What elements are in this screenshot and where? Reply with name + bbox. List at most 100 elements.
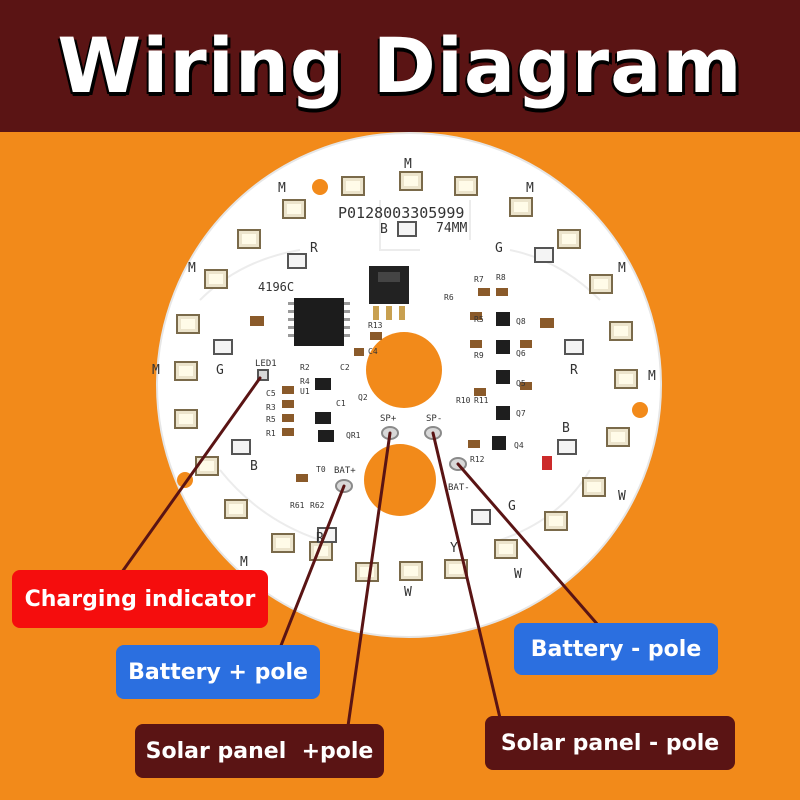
silk-q7: Q7 [516, 409, 526, 418]
silk-m: M [240, 555, 248, 570]
transistors [315, 312, 510, 450]
silk-q6: Q6 [516, 349, 526, 358]
silk-g: G [495, 241, 503, 256]
solar-plus-label: Solar panel +pole [135, 724, 384, 778]
silk-q5: Q5 [516, 379, 526, 388]
silk-m: M [404, 157, 412, 172]
wire-solar-plus [346, 431, 392, 728]
center-hole-lower [364, 444, 436, 516]
led-chip [589, 274, 613, 294]
led-chip [609, 321, 633, 341]
led-chip [534, 247, 554, 263]
led-chip [397, 221, 417, 237]
silk-c4: C4 [368, 347, 378, 356]
silk-c2: C2 [340, 363, 350, 372]
silk-q2: Q2 [358, 393, 368, 402]
chip-label-text: 4196C [258, 280, 294, 294]
silk-t0: T0 [316, 465, 326, 474]
red-led [542, 456, 552, 470]
silk-r: R [316, 531, 324, 546]
silk-r61: R61 [290, 501, 305, 510]
silk-m: M [188, 261, 196, 276]
page-title: Wiring Diagram [57, 21, 743, 110]
led-chip [224, 499, 248, 519]
mount-hole-right [632, 402, 648, 418]
silk-bat-plus: BAT+ [334, 466, 356, 476]
resistors [250, 288, 554, 482]
led-chip [174, 409, 198, 429]
led-chip [355, 562, 379, 582]
silk-u1: U1 [300, 387, 310, 396]
led-chip [176, 314, 200, 334]
led-chip [341, 176, 365, 196]
led-chip [614, 369, 638, 389]
led-chip [454, 176, 478, 196]
led-chip [195, 456, 219, 476]
led-chip [282, 199, 306, 219]
silk-b: B [562, 421, 570, 436]
switch-connector [369, 266, 409, 304]
silk-m: M [152, 363, 160, 378]
silkscreen-text: P0128003305999 74MM B 4196C LED1 SP+ SP-… [152, 157, 656, 600]
part-number-text: P0128003305999 [338, 204, 464, 222]
silk-r62: R62 [310, 501, 325, 510]
silk-r6: R6 [444, 293, 454, 302]
mount-hole-top [312, 179, 328, 195]
led-chip [204, 269, 228, 289]
silk-r9: R9 [474, 351, 484, 360]
silk-r12: R12 [470, 455, 485, 464]
silk-c5: C5 [266, 389, 276, 398]
wire-solar-minus [431, 431, 502, 720]
led-chip [544, 511, 568, 531]
led-chip [231, 439, 251, 455]
led-chip [509, 197, 533, 217]
wire-battery-minus [456, 462, 600, 627]
charging-led [257, 369, 269, 381]
led-chip [399, 171, 423, 191]
silk-r11: R11 [474, 396, 489, 405]
charging-indicator-label: Charging indicator [12, 570, 268, 628]
silk-w: W [514, 567, 522, 582]
header-bar: Wiring Diagram [0, 0, 800, 132]
silk-r5: R5 [266, 415, 276, 424]
led-chip [399, 561, 423, 581]
ic-chip [294, 298, 344, 346]
led-chip [471, 509, 491, 525]
center-hole-upper [366, 332, 442, 408]
silk-sp-minus: SP- [426, 414, 442, 424]
led-chip [564, 339, 584, 355]
silk-r: R [570, 363, 578, 378]
silk-y: Y [450, 541, 458, 556]
silk-r7: R7 [474, 275, 484, 284]
battery-minus-label: Battery - pole [514, 623, 718, 675]
silk-b: B [250, 459, 258, 474]
silk-r8: R8 [496, 273, 506, 282]
wire-charging-indicator [120, 376, 262, 574]
led-chip [582, 477, 606, 497]
silk-r10: R10 [456, 396, 471, 405]
silk-m: M [278, 181, 286, 196]
solar-minus-label: Solar panel - pole [485, 716, 735, 770]
led-chip [557, 229, 581, 249]
led-ring [174, 171, 638, 582]
silk-b: B [380, 222, 388, 237]
silk-r3: R3 [266, 403, 276, 412]
board-size-text: 74MM [436, 221, 467, 236]
silk-led1: LED1 [255, 359, 277, 369]
silk-r4: R4 [300, 377, 310, 386]
silk-r1: R1 [266, 429, 276, 438]
pcb-components [250, 266, 554, 482]
silk-r: R [310, 241, 318, 256]
silk-qr1: QR1 [346, 431, 361, 440]
silk-bat-minus: BAT- [448, 483, 470, 493]
led-chip [174, 361, 198, 381]
battery-plus-label: Battery + pole [116, 645, 320, 699]
silk-m: M [618, 261, 626, 276]
silk-q8: Q8 [516, 317, 526, 326]
silk-q4: Q4 [514, 441, 524, 450]
silk-m: M [648, 369, 656, 384]
led-chip [213, 339, 233, 355]
silk-r13: R13 [368, 321, 383, 330]
